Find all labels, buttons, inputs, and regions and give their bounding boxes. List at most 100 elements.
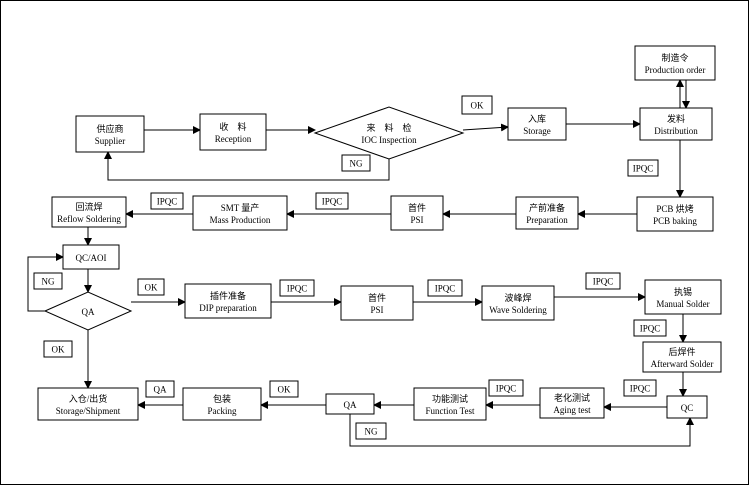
tag-label: IPQC	[496, 384, 517, 394]
node-label: Preparation	[526, 215, 568, 225]
node-label: 产前准备	[529, 202, 565, 213]
tag-box	[461, 95, 493, 115]
node-label: 老化测试	[554, 392, 590, 403]
box-shape	[507, 107, 567, 141]
tag-label: OK	[278, 385, 291, 395]
tag-label: IPQC	[630, 384, 651, 394]
node-label: 入仓/出货	[69, 393, 108, 404]
connector-qa2-ng-loop	[349, 414, 694, 447]
node-shipment: 入仓/出货 Storage/Shipment	[37, 387, 139, 421]
tag-label: IPQC	[593, 277, 614, 287]
tag-label: OK	[52, 345, 65, 355]
node-label: Production order	[645, 65, 706, 75]
node-wave: 波峰焊 Wave Soldering	[481, 285, 555, 321]
node-afterward: 后焊件 Afterward Solder	[642, 341, 722, 373]
tag-label: IPQC	[435, 284, 456, 294]
tag-ipqc-wave: IPQC	[585, 272, 621, 290]
tag-label: NG	[365, 427, 378, 437]
diamond-shape	[43, 291, 133, 331]
node-label: PCB baking	[653, 216, 697, 226]
tag-ng-qa2: NG	[355, 422, 387, 440]
tag-ng-ioc: NG	[341, 154, 371, 172]
node-label: 执锡	[674, 286, 692, 297]
tag-ok-storage: OK	[461, 95, 493, 115]
tag-box	[355, 422, 387, 440]
node-qc2: QC	[666, 395, 708, 419]
node-label: 发料	[667, 113, 685, 124]
node-manual: 执锡 Manual Solder	[644, 279, 722, 315]
node-label: 来 料 检	[366, 122, 411, 133]
tag-label: OK	[471, 101, 484, 111]
node-label: 入库	[528, 113, 546, 124]
tag-box	[33, 272, 63, 290]
node-label: Manual Solder	[656, 299, 709, 309]
tag-box	[279, 279, 315, 297]
connector-ioc-ng-loop	[104, 151, 390, 181]
node-qa1: QA	[43, 291, 133, 331]
node-label: 首件	[408, 202, 426, 213]
connector-qa-ng-loop	[27, 253, 64, 312]
node-label: 包装	[213, 393, 231, 404]
tag-box	[633, 319, 667, 337]
tag-qa-shipment: QA	[145, 380, 175, 398]
node-label: 制造令	[661, 52, 688, 63]
tag-ok-qa1-down: OK	[43, 340, 73, 358]
node-label: Storage	[523, 126, 551, 136]
node-qa2: QA	[325, 393, 375, 415]
tag-box	[623, 379, 657, 397]
box-shape	[636, 196, 714, 232]
node-label: Mass Production	[210, 215, 271, 225]
box-shape	[642, 341, 722, 373]
tag-box	[315, 192, 349, 210]
box-shape	[75, 115, 145, 153]
node-label: 后焊件	[668, 346, 695, 357]
node-label: QC	[681, 403, 694, 413]
tag-box	[137, 278, 165, 296]
node-qc-aoi: QC/AOI	[62, 244, 120, 270]
tag-ok-qa1-right: OK	[137, 278, 165, 296]
diamond-shape	[313, 106, 465, 160]
box-shape	[515, 196, 579, 230]
node-ioc: 来 料 检 IOC Inspection	[313, 106, 465, 160]
node-label: 收 料	[219, 121, 246, 132]
box-shape	[481, 285, 555, 321]
box-shape	[199, 113, 267, 151]
node-label: Supplier	[95, 136, 126, 146]
node-smt: SMT 量产 Mass Production	[192, 195, 288, 231]
tag-label: IPQC	[640, 324, 661, 334]
box-shape	[413, 387, 487, 421]
tag-ng-qa1: NG	[33, 272, 63, 290]
node-label: Packing	[208, 406, 237, 416]
box-shape	[539, 387, 605, 419]
node-label: Wave Soldering	[489, 305, 547, 315]
box-shape	[390, 195, 444, 231]
tag-label: OK	[145, 283, 158, 293]
box-shape	[666, 395, 708, 419]
tag-ipqc-dist: IPQC	[627, 159, 659, 177]
tag-ipqc-dip: IPQC	[279, 279, 315, 297]
box-shape	[340, 285, 414, 321]
tag-box	[150, 192, 184, 210]
node-label: Storage/Shipment	[56, 406, 121, 416]
tag-box	[427, 279, 463, 297]
node-label: SMT 量产	[221, 202, 260, 213]
node-label: 波峰焊	[504, 292, 531, 303]
box-shape	[184, 283, 272, 319]
node-label: Aging test	[553, 405, 591, 415]
tag-box	[627, 159, 659, 177]
node-label: IOC Inspection	[361, 135, 417, 145]
tag-ipqc-aging: IPQC	[623, 379, 657, 397]
node-label: PSI	[410, 215, 423, 225]
tag-ipqc-smt: IPQC	[150, 192, 184, 210]
tag-box	[341, 154, 371, 172]
tag-label: IPQC	[287, 284, 308, 294]
node-packing: 包装 Packing	[182, 387, 262, 421]
node-label: Afterward Solder	[651, 359, 714, 369]
tag-ipqc-manual: IPQC	[633, 319, 667, 337]
tag-label: IPQC	[322, 197, 343, 207]
node-label: QA	[82, 307, 95, 317]
